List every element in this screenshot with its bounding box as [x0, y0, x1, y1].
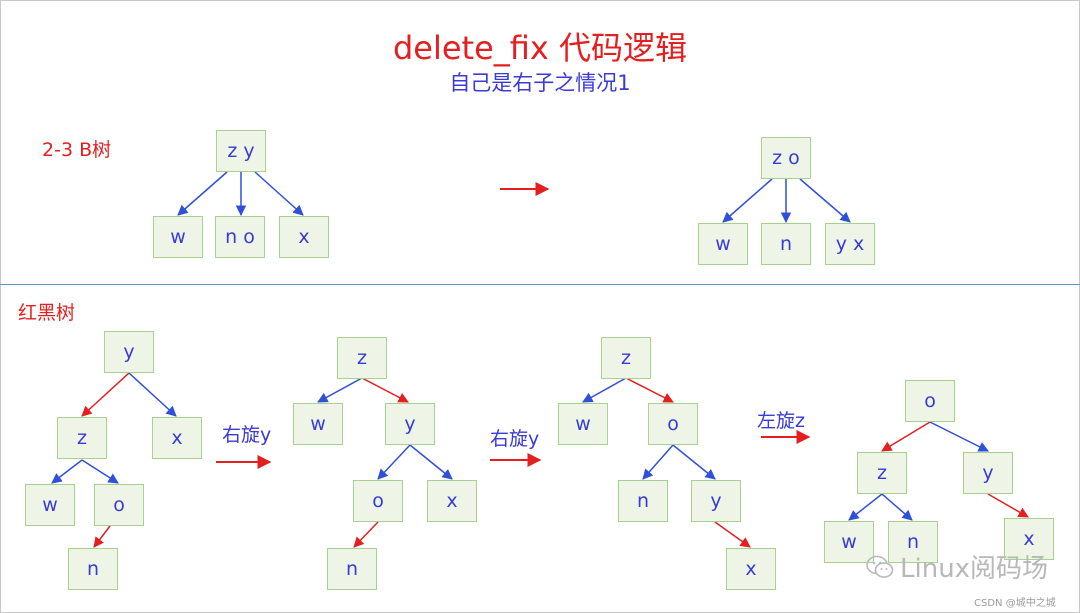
- rb3-edge-o-z: [881, 421, 931, 452]
- rb3-edge-y-x: [987, 493, 1029, 518]
- rb2-edge-o-y: [672, 444, 716, 480]
- btree-after-edge-yx: [799, 178, 851, 223]
- rb2-node-w: w: [558, 403, 608, 445]
- rb1-node-o: o: [353, 480, 403, 522]
- rb1-node-w: w: [293, 403, 343, 445]
- rb3-node-x: x: [1004, 518, 1054, 560]
- btree-before-child-no: n o: [215, 216, 265, 258]
- rb3-node-y: y: [963, 452, 1013, 494]
- rb0-node-y: y: [104, 331, 154, 373]
- rb2-node-x: x: [726, 548, 776, 590]
- rb2-edge-z-w: [582, 377, 627, 403]
- rb3-edge-o-y: [929, 421, 989, 452]
- rb3-node-n: n: [888, 521, 938, 563]
- slide-title: delete_fix 代码逻辑: [392, 29, 688, 67]
- op1-label: 右旋y: [222, 424, 272, 446]
- rb1-edge-y-x: [409, 444, 453, 480]
- btree-after-edge-w: [722, 178, 773, 223]
- rb0-edge-y-z: [81, 372, 130, 417]
- rb0-node-o: o: [94, 484, 144, 526]
- rb1-node-y: y: [385, 403, 435, 445]
- credit-text: CSDN @城中之城: [974, 598, 1056, 609]
- rb2-edge-z-o: [625, 377, 674, 403]
- rb2-node-n: n: [618, 480, 668, 522]
- btree-after-root: z o: [761, 137, 811, 179]
- slide-subtitle: 自己是右子之情况1: [449, 71, 631, 95]
- watermark-text: Linux阅码场: [900, 554, 1049, 584]
- rbtree-section-label: 红黑树: [18, 302, 76, 324]
- btree-before-edge-x: [254, 171, 304, 216]
- op2-label: 右旋y: [490, 428, 540, 450]
- section-divider: [0, 284, 1080, 285]
- rb3-edge-z-n: [881, 493, 913, 521]
- btree-before-child-x: x: [279, 216, 329, 258]
- rb0-node-n: n: [68, 548, 118, 590]
- op3-label: 左旋z: [757, 410, 805, 432]
- rb2-edge-y-x: [714, 521, 751, 548]
- btree-after-child-n: n: [761, 223, 811, 265]
- rb2-node-o: o: [648, 403, 698, 445]
- btree-before-edge-w: [177, 171, 228, 216]
- rb3-edge-z-w: [848, 493, 883, 521]
- rb0-edge-z-o: [81, 459, 119, 484]
- rb2-node-y: y: [691, 480, 741, 522]
- rb0-node-x: x: [152, 417, 202, 459]
- rb0-node-w: w: [25, 484, 75, 526]
- rb2-node-z: z: [601, 337, 651, 379]
- wechat-icon: [866, 555, 894, 578]
- btree-before-root: z y: [216, 130, 266, 172]
- rb1-node-n: n: [327, 548, 377, 590]
- rb1-node-x: x: [427, 480, 477, 522]
- rb1-node-z: z: [337, 337, 387, 379]
- rb1-edge-z-y: [361, 377, 409, 403]
- rb2-edge-o-n: [642, 444, 674, 480]
- btree-section-label: 2-3 B树: [42, 139, 112, 161]
- btree-before-child-w: w: [153, 216, 203, 258]
- rb1-edge-o-n: [353, 521, 379, 548]
- rb3-node-o: o: [905, 380, 955, 422]
- rb1-edge-z-w: [317, 377, 363, 403]
- btree-after-child-w: w: [698, 223, 748, 265]
- watermark: Linux阅码场: [866, 548, 1048, 585]
- rb0-edge-o-n: [93, 525, 111, 548]
- btree-after-child-yx: y x: [825, 223, 875, 265]
- rb3-node-w: w: [824, 521, 874, 563]
- rb0-edge-y-x: [128, 372, 177, 417]
- rb0-node-z: z: [57, 417, 107, 459]
- rb3-node-z: z: [857, 452, 907, 494]
- rb1-edge-y-o: [377, 444, 411, 480]
- rb0-edge-z-w: [51, 459, 83, 484]
